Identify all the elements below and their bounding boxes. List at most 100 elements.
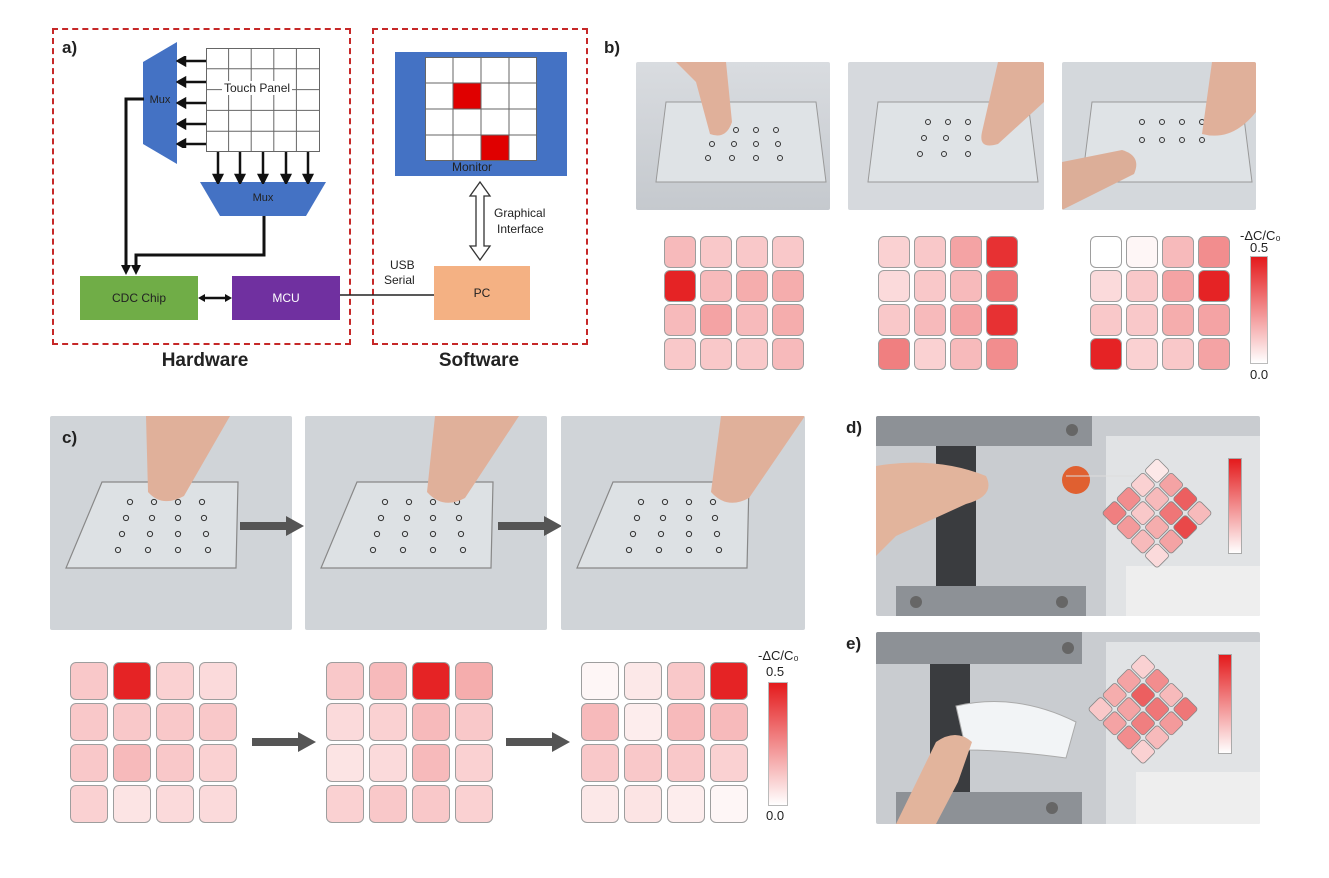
heatmap-cell [1126, 270, 1158, 302]
panel-c-label: c) [62, 428, 78, 447]
usb-label: USB [390, 258, 415, 272]
heatmap-cell [326, 744, 364, 782]
heatmap-cell [667, 703, 705, 741]
diamond-heatmap-cell [1173, 487, 1198, 511]
column-arrows [211, 152, 315, 184]
heatmap-cell [736, 236, 768, 268]
monitor-active-cell-2 [481, 135, 509, 161]
heatmap-cell [772, 338, 804, 370]
heatmap-cell [986, 236, 1018, 268]
heatmap-cell [581, 744, 619, 782]
mcu-box: MCU [232, 276, 340, 320]
diamond-heatmap-cell [1187, 501, 1212, 526]
heatmap-cell [700, 270, 732, 302]
serial-label: Serial [384, 273, 415, 287]
diamond-heatmap-cell [1145, 668, 1170, 693]
heatmap-cell [581, 785, 619, 823]
heatmap-cell [70, 703, 108, 741]
heatmap-cell [667, 662, 705, 700]
heatmap-cell [664, 270, 696, 302]
colorbar-c-title: -ΔC/C₀ [758, 648, 799, 663]
cdc-chip-box: CDC Chip [80, 276, 198, 320]
heatmap-cell [156, 785, 194, 823]
interface-label: Interface [497, 222, 544, 236]
heatmap-cell [878, 304, 910, 336]
heatmap-cell [455, 662, 493, 700]
heatmap-cell [1162, 236, 1194, 268]
colorbar-b-min: 0.0 [1250, 367, 1269, 382]
diamond-heatmap-cell [1102, 501, 1127, 526]
heatmap-cell [914, 236, 946, 268]
heatmap-cell [412, 703, 450, 741]
heatmap-cell [914, 270, 946, 302]
heatmap-cell [113, 744, 151, 782]
heatmap-cell [950, 270, 982, 302]
diamond-heatmap-cell [1116, 668, 1141, 693]
heatmap-cell [914, 304, 946, 336]
heatmap-cell [736, 270, 768, 302]
heatmap-cell [736, 304, 768, 336]
heatmap-cell [199, 703, 237, 741]
heatmap-cell [986, 304, 1018, 336]
heatmap-c-3 [581, 662, 751, 823]
colorbar-d [1228, 458, 1242, 554]
mux-left-label: Mux [149, 94, 171, 106]
heatmap-cell [772, 304, 804, 336]
heatmap-cell [326, 662, 364, 700]
heatmap-cell [710, 744, 748, 782]
diamond-heatmap-cell [1145, 543, 1169, 568]
panel-d-label: d) [846, 418, 863, 437]
heatmap-cell [878, 270, 910, 302]
heatmap-cell [624, 744, 662, 782]
photo-b-2 [848, 62, 1044, 210]
diamond-heatmap-cell [1131, 654, 1155, 679]
heatmap-cell [156, 744, 194, 782]
diamond-heatmap-cell [1130, 501, 1155, 526]
diamond-heatmap-cell [1145, 725, 1170, 750]
heatmap-cell [664, 236, 696, 268]
software-box [372, 28, 588, 345]
heatmap-cell [199, 662, 237, 700]
heatmap-cell [113, 785, 151, 823]
colorbar-c-max: 0.5 [766, 664, 785, 679]
photo-b-3 [1062, 62, 1256, 210]
mcu-pc-line [340, 294, 434, 296]
diamond-heatmap-cell [1173, 515, 1198, 540]
heatmap-cell [878, 338, 910, 370]
diamond-heatmap-cell [1102, 683, 1127, 707]
graphical-interface-arrow [468, 180, 492, 262]
heatmap-cell [1162, 338, 1194, 370]
heatmap-cell [412, 744, 450, 782]
diamond-heatmap-cell [1145, 515, 1169, 540]
heatmap-cell [455, 785, 493, 823]
panel-e-label: e) [846, 634, 862, 653]
graphical-label: Graphical [494, 206, 546, 220]
colorbar-b-max: 0.5 [1250, 240, 1269, 255]
heatmap-cell [1198, 338, 1230, 370]
heatmap-cell [455, 744, 493, 782]
heatmap-cell [1126, 236, 1158, 268]
heatmap-cell [156, 703, 194, 741]
diamond-heatmap-cell [1130, 472, 1155, 497]
heatmap-cell [70, 785, 108, 823]
pc-box: PC [434, 266, 530, 320]
diamond-heatmap-cell [1159, 529, 1184, 554]
heatmap-cell [1090, 304, 1122, 336]
heatmap-cell [710, 785, 748, 823]
mux-left-shape [143, 42, 177, 164]
heatmap-cell [156, 662, 194, 700]
heatmap-b-1 [664, 236, 804, 370]
heatmap-cell [1090, 270, 1122, 302]
hardware-title: Hardware [161, 350, 249, 371]
monitor-active-cell-1 [453, 83, 481, 109]
monitor-grid [425, 57, 537, 161]
heatmap-cell [113, 703, 151, 741]
diamond-heatmap-cell [1130, 529, 1155, 554]
diamond-heatmap-cell [1102, 711, 1127, 736]
heatmap-cell [700, 338, 732, 370]
heatmap-cell [667, 785, 705, 823]
heatmap-cell [1126, 304, 1158, 336]
heatmap-cell [878, 236, 910, 268]
colorbar-c [768, 682, 788, 806]
diamond-heatmap-cell [1131, 711, 1155, 736]
